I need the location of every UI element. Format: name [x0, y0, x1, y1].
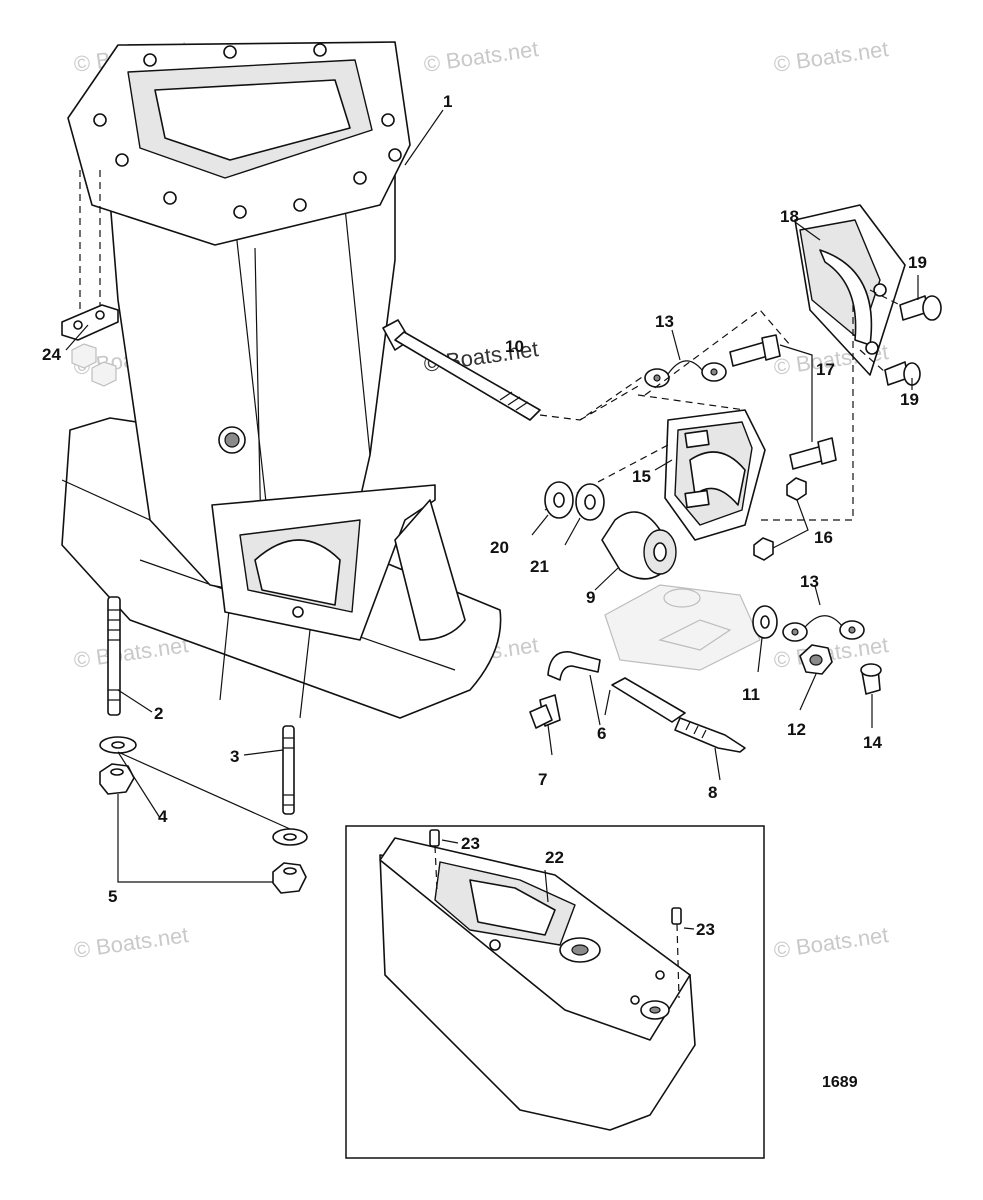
- callout-13-lower: 13: [800, 572, 819, 591]
- callout-8: 8: [708, 783, 717, 802]
- watermark: © Boats.net: [422, 36, 540, 77]
- callout-3: 3: [230, 747, 239, 766]
- callout-22: 22: [545, 848, 564, 867]
- inset-spacer-22: [345, 825, 765, 1159]
- watermark: © Boats.net: [72, 922, 190, 963]
- callout-2: 2: [154, 704, 163, 723]
- callout-23-lower: 23: [696, 920, 715, 939]
- driveshaft-housing: [61, 41, 502, 719]
- bolt-10: [382, 319, 646, 421]
- callout-20: 20: [490, 538, 509, 557]
- mount-assembly: [531, 481, 677, 591]
- callout-21: 21: [530, 557, 549, 576]
- watermark: © Boats.net: [72, 632, 190, 673]
- callout-13-upper: 13: [655, 312, 674, 331]
- callout-19-lower: 19: [900, 390, 919, 409]
- cover-plate-18: [760, 204, 942, 521]
- bracket-15: [544, 394, 809, 561]
- callout-6: 6: [597, 724, 606, 743]
- callout-leaders: [65, 109, 919, 819]
- callout-labels: 1 2 3 4 5 6 7 8 9 10 11 12 13 13 14 15 1…: [42, 92, 927, 939]
- callout-19-upper: 19: [908, 253, 927, 272]
- callout-11: 11: [742, 685, 760, 704]
- ground-hardware-lower: [752, 585, 882, 728]
- ground-strap-upper: [579, 309, 791, 421]
- callout-1: 1: [443, 92, 452, 111]
- callout-7: 7: [538, 770, 547, 789]
- watermark: © Boats.net: [772, 36, 890, 77]
- ghost-yoke: [604, 584, 761, 671]
- callout-15: 15: [632, 467, 651, 486]
- callout-9: 9: [586, 588, 595, 607]
- callout-4: 4: [158, 807, 168, 826]
- hose-fittings: [529, 651, 746, 781]
- bolts-17: [729, 334, 837, 470]
- figure-reference-number: 1689: [822, 1074, 858, 1091]
- callout-10: 10: [505, 337, 524, 356]
- callout-12: 12: [787, 720, 806, 739]
- callout-14: 14: [863, 733, 882, 752]
- watermark: © Boats.net: [772, 922, 890, 963]
- callout-23-upper: 23: [461, 834, 480, 853]
- studs-washers-nuts: [61, 170, 308, 894]
- callout-5: 5: [108, 887, 117, 906]
- callout-17: 17: [816, 360, 835, 379]
- callout-18: 18: [780, 207, 799, 226]
- callout-24: 24: [42, 345, 61, 364]
- callout-16: 16: [814, 528, 833, 547]
